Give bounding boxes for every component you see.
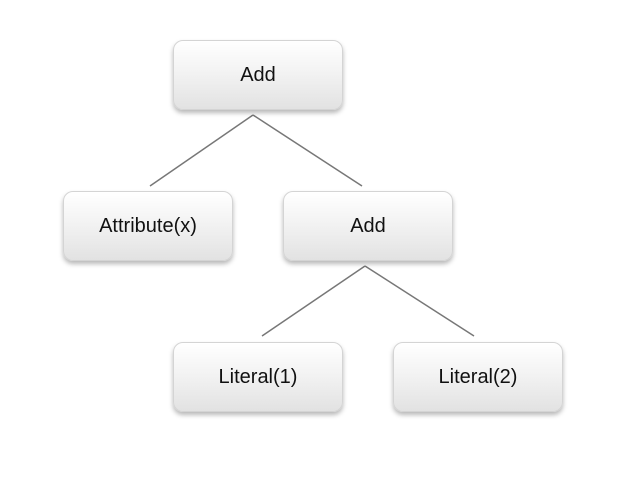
node-literal-2: Literal(2) xyxy=(393,342,563,412)
node-label: Add xyxy=(350,214,386,237)
edge-root-to-attribute xyxy=(149,114,254,187)
edge-root-to-add xyxy=(252,114,363,187)
edge-add-to-literal-1 xyxy=(261,265,366,337)
edge-add-to-literal-2 xyxy=(364,265,475,337)
node-label: Add xyxy=(240,63,276,86)
node-attribute-x: Attribute(x) xyxy=(63,191,233,261)
node-child-add: Add xyxy=(283,191,453,261)
node-label: Literal(1) xyxy=(218,365,298,388)
node-root-add: Add xyxy=(173,40,343,110)
node-literal-1: Literal(1) xyxy=(173,342,343,412)
node-label: Attribute(x) xyxy=(99,214,197,237)
node-label: Literal(2) xyxy=(438,365,518,388)
